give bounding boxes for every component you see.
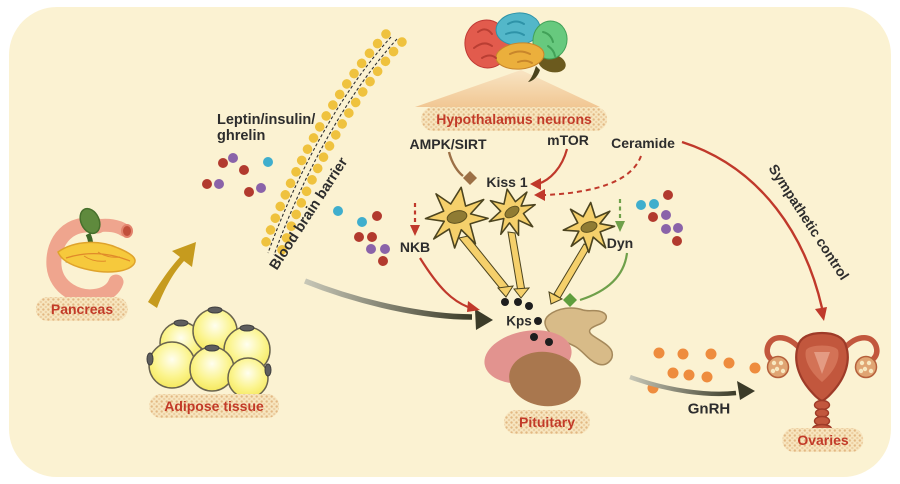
hormone-molecules-center — [333, 206, 390, 266]
kisspeptin-release-dots — [501, 298, 553, 346]
kiss1-neuron-1 — [424, 186, 489, 249]
adipose-tissue-label: Adipose tissue — [149, 394, 279, 418]
dyn-inhibitory-arrow — [563, 252, 629, 307]
hormone-molecules-left — [202, 153, 273, 197]
hormone-molecules-right — [636, 190, 683, 246]
nkb-dashed-arrow — [410, 203, 420, 236]
ceramide-dashed-arrow — [534, 155, 642, 201]
leptin-insulin-ghrelin-label: Leptin/insulin/ ghrelin — [217, 112, 316, 144]
peripheral-input-arrow — [303, 278, 493, 330]
neuron-axons — [458, 231, 591, 305]
nkb-stimulatory-arrow — [419, 257, 480, 312]
ovaries-label: Ovaries — [782, 428, 863, 452]
hypothalamus-neurons-label: Hypothalamus neurons — [421, 107, 607, 131]
blood-brain-barrier-illustration — [258, 29, 407, 263]
ovaries-illustration — [764, 331, 880, 435]
kiss1-neuron-3 — [562, 201, 616, 254]
mtor-arrow — [530, 148, 569, 190]
nkb-label: NKB — [399, 239, 431, 255]
metabolic-signal-arrow — [148, 242, 196, 308]
spotlight-beam — [415, 70, 600, 107]
pituitary-illustration — [484, 307, 614, 407]
ampk-sirt-arrow — [447, 151, 477, 185]
adipose-tissue-illustration — [146, 306, 272, 399]
ampk-sirt-label: AMPK/SIRT — [409, 136, 487, 152]
kiss1-label: Kiss 1 — [486, 174, 528, 190]
pancreas-illustration — [46, 207, 136, 305]
sympathetic-control-arrow — [681, 140, 827, 321]
dyn-dashed-arrow — [615, 199, 625, 232]
pancreas-label: Pancreas — [36, 297, 128, 321]
gnrh-arrow — [629, 374, 755, 400]
dyn-label: Dyn — [606, 235, 634, 251]
figure-background-panel — [9, 7, 891, 477]
ceramide-label: Ceramide — [611, 135, 675, 151]
kiss1-neuron-2 — [488, 188, 536, 237]
gnrh-label: GnRH — [687, 400, 731, 418]
brain-icon — [464, 12, 568, 82]
mtor-label: mTOR — [547, 132, 589, 148]
pituitary-label: Pituitary — [504, 410, 590, 434]
kps-label: Kps — [506, 313, 532, 329]
